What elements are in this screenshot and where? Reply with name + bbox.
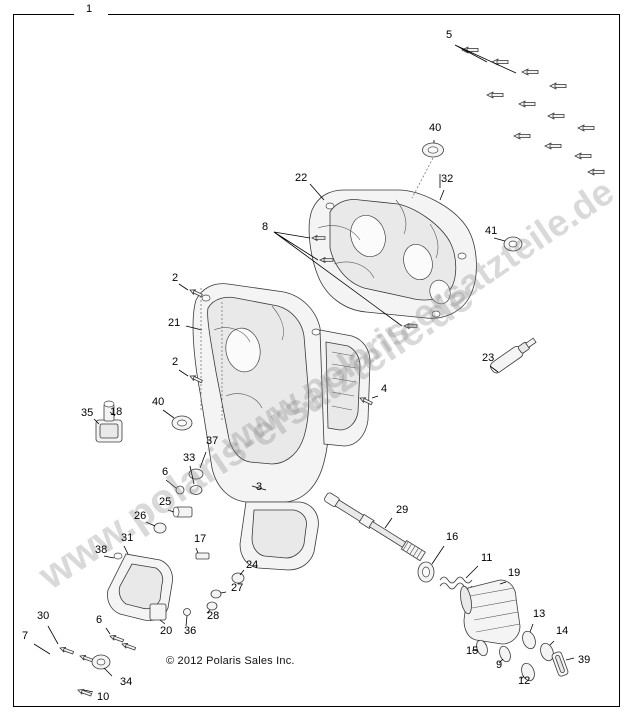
border-label-gap bbox=[74, 8, 108, 22]
callout-13: 13 bbox=[533, 608, 546, 620]
callout-4: 4 bbox=[381, 383, 388, 395]
callout-21: 21 bbox=[168, 317, 181, 329]
callout-37: 37 bbox=[206, 435, 219, 447]
callout-15: 15 bbox=[466, 645, 479, 657]
callout-28: 28 bbox=[207, 610, 220, 622]
callout-17: 17 bbox=[194, 533, 207, 545]
callout-41: 41 bbox=[485, 225, 498, 237]
callout-39: 39 bbox=[578, 654, 591, 666]
callout-9: 9 bbox=[496, 659, 503, 671]
diagram-border bbox=[13, 14, 620, 707]
callout-25: 25 bbox=[159, 496, 172, 508]
callout-32: 32 bbox=[441, 173, 454, 185]
callout-38: 38 bbox=[95, 544, 108, 556]
callout-12: 12 bbox=[518, 675, 531, 687]
callout-29: 29 bbox=[396, 504, 409, 516]
callout-7: 7 bbox=[22, 630, 29, 642]
callout-14: 14 bbox=[556, 625, 569, 637]
callout-31: 31 bbox=[121, 532, 134, 544]
callout-16: 16 bbox=[446, 531, 459, 543]
callout-2-upper: 2 bbox=[172, 272, 179, 284]
callout-40-top: 40 bbox=[429, 122, 442, 134]
callout-24: 24 bbox=[246, 559, 259, 571]
callout-3: 3 bbox=[256, 481, 263, 493]
callout-40-left: 40 bbox=[152, 396, 165, 408]
callout-11: 11 bbox=[481, 552, 493, 564]
callout-8: 8 bbox=[262, 221, 269, 233]
callout-18: 18 bbox=[110, 406, 123, 418]
callout-30: 30 bbox=[37, 610, 50, 622]
callout-36: 36 bbox=[184, 625, 197, 637]
callout-33: 33 bbox=[183, 452, 196, 464]
callout-27: 27 bbox=[231, 582, 244, 594]
callout-5: 5 bbox=[446, 29, 453, 41]
callout-6-lower: 6 bbox=[96, 614, 103, 626]
callout-19: 19 bbox=[508, 567, 521, 579]
callout-1: 1 bbox=[86, 3, 93, 15]
callout-22: 22 bbox=[295, 172, 308, 184]
callout-6-upper: 6 bbox=[162, 466, 169, 478]
callout-20: 20 bbox=[160, 625, 173, 637]
callout-35: 35 bbox=[81, 407, 94, 419]
callout-26: 26 bbox=[134, 510, 147, 522]
callout-34: 34 bbox=[120, 676, 133, 688]
callout-23: 23 bbox=[482, 352, 495, 364]
copyright-notice: © 2012 Polaris Sales Inc. bbox=[166, 655, 295, 667]
callout-10: 10 bbox=[97, 691, 110, 703]
callout-2-lower: 2 bbox=[172, 356, 179, 368]
